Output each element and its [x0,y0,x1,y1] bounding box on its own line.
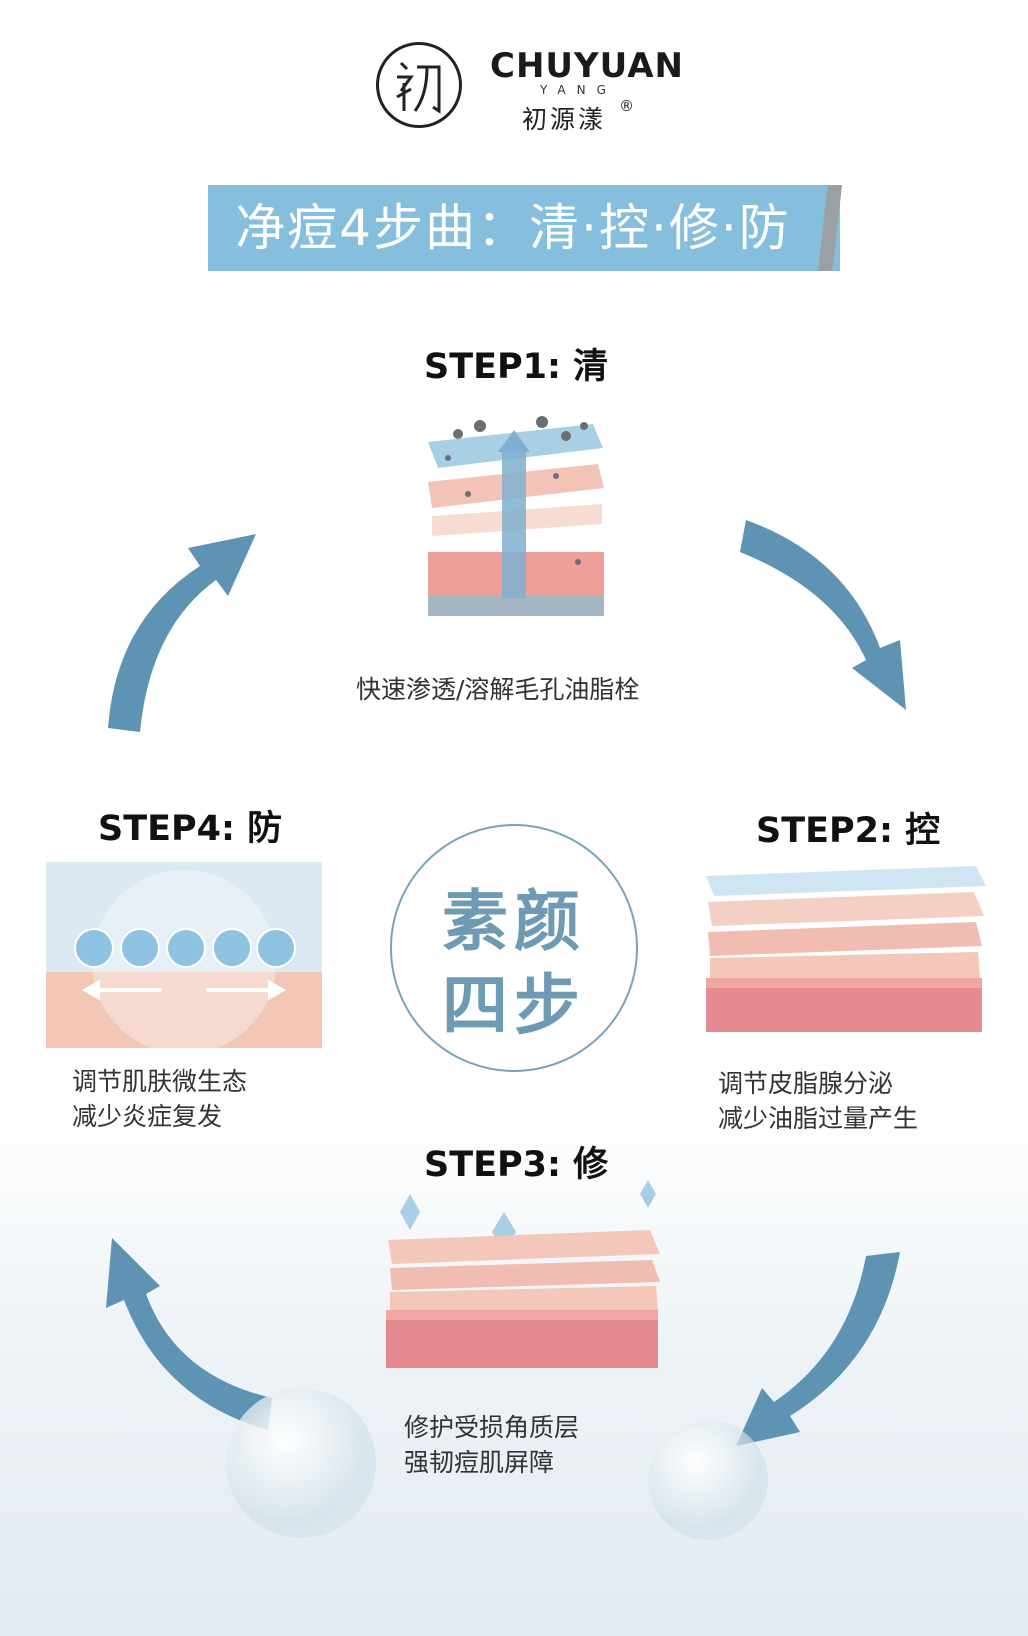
brand-name-en: CHUYUAN [490,46,684,86]
step3-desc-line1: 修护受损角质层 [404,1413,580,1442]
arrow-step2-to-step3-icon [736,1252,900,1446]
step3-skin-illustration [386,1180,660,1368]
arrow-step3-to-step4-icon [106,1238,272,1430]
step2-desc-line1: 调节皮脂腺分泌 [718,1069,894,1098]
arrow-step4-to-step1-icon [108,534,256,732]
step4-desc-line2: 减少炎症复发 [72,1102,223,1131]
logo-glyph-icon [396,61,441,114]
step1-title: STEP1: 清 [424,347,609,387]
center-circle: 素颜 四步 [390,824,638,1072]
brand-sub-en: YANG [540,83,617,97]
step2-skin-illustration [706,866,986,1032]
arrow-step1-to-step2-icon [740,520,906,710]
step4-title: STEP4: 防 [98,809,283,849]
banner-title: 净痘4步曲：清·控·修·防 [235,199,791,257]
water-droplet-icon [648,1420,768,1540]
logo-emblem [376,42,462,128]
step1-skin-illustration [428,416,604,616]
step4-skin-illustration [46,862,322,1048]
step2-title: STEP2: 控 [756,811,941,851]
center-text-line1: 素颜 [442,883,586,960]
step3-title: STEP3: 修 [424,1145,609,1185]
step3-desc-line2: 强韧痘肌屏障 [404,1448,555,1477]
step4-desc-line1: 调节肌肤微生态 [72,1067,248,1096]
step1-desc-line1: 快速渗透/溶解毛孔油脂栓 [356,675,640,704]
registered-mark: ® [619,97,634,115]
step2-desc-line2: 减少油脂过量产生 [718,1104,919,1133]
title-banner [208,185,840,271]
brand-name-cn: 初源漾 [522,105,607,134]
center-text-line2: 四步 [442,967,586,1044]
water-droplet-icon [226,1388,376,1538]
